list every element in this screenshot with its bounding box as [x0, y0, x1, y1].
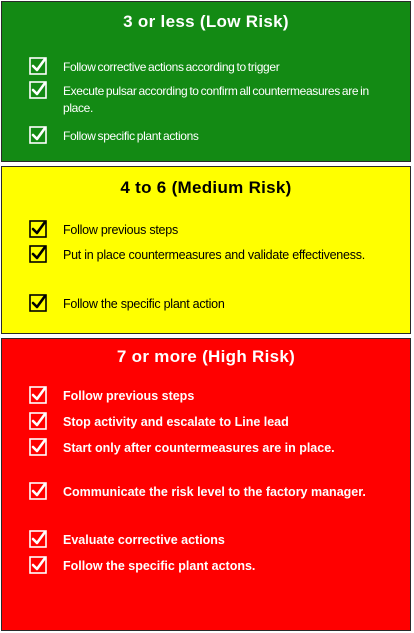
medium-risk-panel: 4 to 6 (Medium Risk) Follow previous ste…: [1, 166, 411, 334]
medium-risk-action-text: Follow previous steps: [63, 223, 178, 237]
high-risk-actions: Follow previous steps Stop activity and …: [29, 386, 398, 575]
high-risk-panel: 7 or more (High Risk) Follow previous st…: [1, 338, 411, 631]
high-risk-action-item: Start only after countermeasures are in …: [29, 438, 398, 484]
high-risk-action-text: Communicate the risk level to the factor…: [63, 485, 366, 499]
high-risk-action-item: Evaluate corrective actions: [29, 530, 398, 558]
checkbox-checked-icon: [29, 220, 47, 238]
checkbox-checked-icon: [29, 294, 47, 312]
medium-risk-action-text: Follow the specific plant action: [63, 297, 225, 311]
checkbox-checked-icon: [29, 530, 47, 548]
checkbox-checked-icon: [29, 57, 47, 75]
high-risk-action-item: Follow the specific plant actons.: [29, 556, 398, 575]
low-risk-action-text: Execute pulsar according to confirm all …: [63, 84, 369, 115]
high-risk-action-text: Follow the specific plant actons.: [63, 559, 256, 573]
low-risk-panel: 3 or less (Low Risk) Follow corrective a…: [1, 1, 411, 162]
medium-risk-title: 4 to 6 (Medium Risk): [120, 178, 292, 197]
high-risk-action-text: Start only after countermeasures are in …: [63, 441, 335, 455]
low-risk-actions: Follow corrective actions according to t…: [29, 57, 398, 145]
checkbox-checked-icon: [29, 386, 47, 404]
medium-risk-action-item: Follow the specific plant action: [29, 294, 398, 313]
checkbox-checked-icon: [29, 126, 47, 144]
checkbox-checked-icon: [29, 556, 47, 574]
checkbox-checked-icon: [29, 245, 47, 263]
high-risk-action-text: Follow previous steps: [63, 389, 195, 403]
high-risk-action-item: Communicate the risk level to the factor…: [29, 482, 398, 532]
low-risk-action-item: Follow corrective actions according to t…: [29, 57, 398, 83]
checkbox-checked-icon: [29, 412, 47, 430]
high-risk-title: 7 or more (High Risk): [116, 347, 296, 366]
low-risk-action-text: Follow corrective actions according to t…: [63, 60, 280, 74]
high-risk-action-item: Stop activity and escalate to Line lead: [29, 412, 398, 440]
medium-risk-actions: Follow previous steps Put in place count…: [29, 220, 398, 313]
medium-risk-action-item: Follow previous steps: [29, 220, 398, 247]
low-risk-action-text: Follow specific plant actions: [63, 129, 199, 143]
checkbox-checked-icon: [29, 81, 47, 99]
medium-risk-action-text: Put in place countermeasures and validat…: [63, 248, 365, 262]
low-risk-action-item: Follow specific plant actions: [29, 126, 398, 145]
checkbox-checked-icon: [29, 438, 47, 456]
high-risk-action-item: Follow previous steps: [29, 386, 398, 414]
high-risk-action-text: Stop activity and escalate to Line lead: [63, 415, 289, 429]
high-risk-action-text: Evaluate corrective actions: [63, 533, 225, 547]
checkbox-checked-icon: [29, 482, 47, 500]
low-risk-action-item: Execute pulsar according to confirm all …: [29, 81, 398, 128]
low-risk-title: 3 or less (Low Risk): [123, 12, 289, 31]
medium-risk-action-item: Put in place countermeasures and validat…: [29, 245, 398, 296]
